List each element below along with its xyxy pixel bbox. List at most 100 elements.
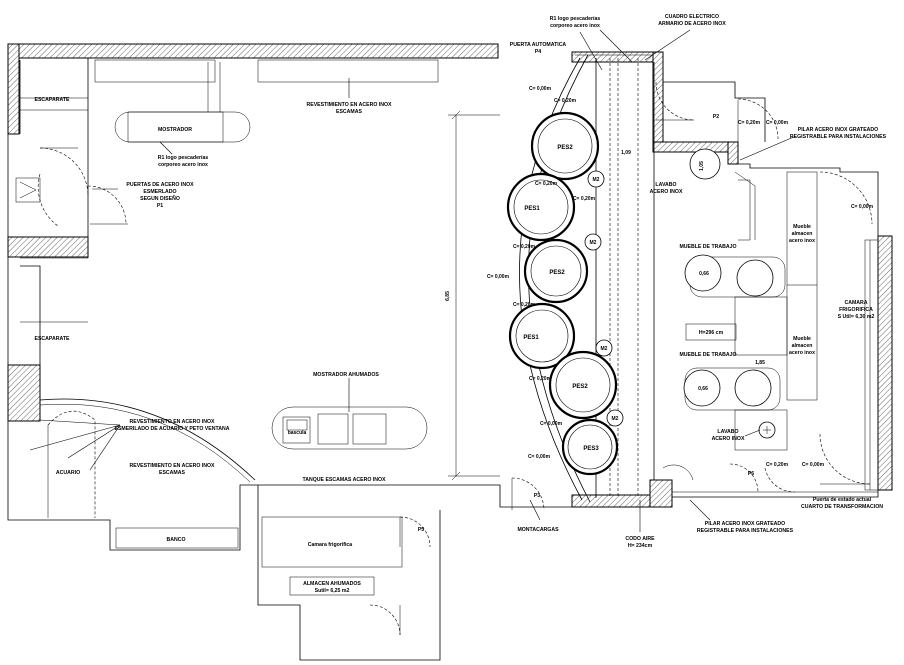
dim-c020-h: C= 0,20m [766,462,789,468]
label-pilar-2: PILAR ACERO INOX GRATEADO [705,521,785,527]
vat-label-pes1-b: PES1 [523,335,539,341]
label-tanque: TANQUE ESCAMAS ACERO INOX [302,477,386,483]
dim-c020-a: C= 0,20m [554,98,577,104]
vat-label-pes3: PES3 [583,446,599,452]
label-r1-mid-sub: corporeo acero inox [158,162,208,168]
label-almacen-sub: Sutil= 6,25 m2 [315,588,350,594]
label-mueble-alm-2: Mueble [793,336,811,342]
label-banco: BANCO [166,537,185,543]
label-revest-escamas-2: REVESTIMIENTO EN ACERO INOX [129,463,215,469]
dim-c000-b: C= 0,00m [766,120,789,126]
outlines [7,54,879,551]
label-r1-mid: R1 logo pescaderías [158,155,209,161]
label-puertas-acero-2: ESMERLADO [143,189,176,195]
dim-c000-d: C= 0,00m [540,421,563,427]
label-pilar-1: PILAR ACERO INOX GRATEADO [798,127,878,133]
label-r1-top-sub: corporeo acero inox [550,23,600,29]
label-cuadro: CUADRO ELECTRICO [665,14,719,20]
label-revest-escamas: REVESTIMIENTO EN ACERO INOX [306,102,392,108]
acuario-zone [15,177,256,518]
mueble-almacen [786,171,818,401]
label-lavabo-2-sub: ACERO INOX [712,436,745,442]
label-puerta-estado: Puerta de estado actual [813,497,872,503]
dim-c000-e: C= 0,00m [528,454,551,460]
label-p5: P5 [418,527,424,533]
label-mostrador: MOSTRADOR [158,127,192,133]
label-mueble-alm-2-b: almacen [792,343,813,349]
dim-c000-f: C= 0,00m [851,204,874,210]
label-p3: P3 [534,493,540,499]
label-lavabo-1-sub: ACERO INOX [650,189,683,195]
camara-frigorifica-box [261,516,403,568]
dim-c020-d: C= 0,20m [573,196,596,202]
label-p6: P6 [748,471,754,477]
label-almacen: ALMACEN AHUMADOS [303,581,361,587]
label-camara-frig-r: CAMARA [844,300,867,306]
label-escaparate-1: ESCAPARATE [35,97,71,103]
dim-066-b: 0,66 [698,386,708,392]
pillar-bottom [649,479,673,508]
vat-label-pes2-a: PES2 [557,145,573,151]
label-puerta-auto: PUERTA AUTOMATICA [510,42,567,48]
label-p4: P4 [535,49,541,55]
window-top [257,59,439,83]
sinks [683,148,776,439]
vat-pes2-a [530,111,600,181]
text-labels: R1 logo pescaderías corporeo acero inox … [35,14,887,594]
label-cuadro-sub: ARMARIO DE ACERO INOX [658,21,726,27]
wall-left-top [7,43,20,135]
marker-m2-a: M2 [593,177,600,183]
wall-left-mid [7,236,89,258]
vat-pes1-a [506,172,576,242]
label-revest-escamas-2-sub: ESCAMAS [159,470,185,476]
marker-m2-b: M2 [590,240,597,246]
dim-c000-a: C= 0,00m [529,86,552,92]
dim-c020-g: C= 0,20m [529,376,552,382]
dim-105: 1,05 [699,161,705,171]
wall-bottom-mid [571,494,655,508]
vats [506,111,619,476]
label-puertas-acero-3: SEGUN DISEÑO [140,195,180,202]
label-codo-aire-sub: H= 234cm [628,543,653,549]
label-h-296: H=296 cm [699,330,724,336]
almacen-box [289,576,375,596]
vat-label-pes2-c: PES2 [572,384,588,390]
label-mueble-trabajo-1: MUEBLE DE TRABAJO [679,244,736,250]
label-codo-aire: CODO AIRE [625,536,655,542]
label-puertas-acero-4: P1 [157,203,163,209]
walls [7,43,893,508]
vat-pes3 [561,418,619,476]
mostrador-ahumados [271,406,428,450]
label-pilar-1-sub: REGISTRABLE PARA INSTALACIONES [790,134,887,140]
label-pilar-2-sub: REGISTRABLE PARA INSTALACIONES [697,528,794,534]
marker-m2-d: M2 [612,416,619,422]
label-revest-acuario-sub: ESMERILADO DE ACUARIO Y PETO VENTANA [114,426,229,432]
vat-pes1-b [508,302,576,370]
label-camara-frig-r-2: FRIGORIFICA [839,307,873,313]
label-bascula: bascula [288,430,307,436]
dim-c020-e: C= 0,20m [513,244,536,250]
vat-label-pes1-a: PES1 [524,206,540,212]
marker-labels: M2 M2 M2 M2 [590,177,619,422]
wall-wc-top [652,141,739,153]
label-mueble-alm-1-c: acero inox [789,238,815,244]
dim-066-a: 0,66 [699,271,709,277]
label-mueble-alm-1: Mueble [793,224,811,230]
pillar-left [7,364,41,422]
label-mueble-alm-1-b: almacen [792,231,813,237]
marker-m2-c: M2 [601,346,608,352]
dim-c020-b: C= 0,20m [738,120,761,126]
dimension-685 [448,110,500,481]
label-r1-top: R1 logo pescaderías [550,16,601,22]
dim-c020-f: C= 0,20m [513,302,536,308]
markers [584,170,624,427]
label-revest-acuario: REVESTIMIENTO EN ACERO INOX [129,419,215,425]
dim-c020-c: C= 0,20m [535,181,558,187]
label-escaparate-2: ESCAPARATE [35,336,71,342]
label-mostrador-ahumados: MOSTRADOR AHUMADOS [313,372,379,378]
label-camara-frig-r-3: S Util= 6,30 m2 [838,314,875,320]
label-mueble-alm-2-c: acero inox [789,350,815,356]
dim-685: 6,85 [445,291,451,301]
dimension-labels: C= 0,00m C= 0,20m C= 0,20m C= 0,00m C= 0… [445,86,874,468]
